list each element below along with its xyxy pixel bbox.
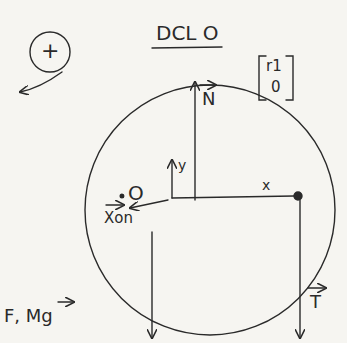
vector-mark <box>58 301 74 302</box>
tension-force <box>299 200 300 338</box>
sketch-label: y <box>178 158 186 173</box>
rotation-arrow <box>20 72 62 92</box>
sketch-label: Xon <box>104 210 133 227</box>
weight-force <box>151 232 152 338</box>
vector-mark <box>308 287 326 288</box>
sign-circle <box>30 32 70 72</box>
contact-point <box>294 192 302 200</box>
title-underline <box>152 47 222 48</box>
sketch-label: F, Mg <box>4 306 53 326</box>
radius-line <box>172 196 294 198</box>
vector-mark <box>106 204 124 205</box>
sketch-label: + <box>41 39 59 63</box>
matrix-bracket <box>286 56 293 100</box>
sketch-label: 0 <box>271 79 281 96</box>
sketch-label: O <box>128 182 144 204</box>
sketch-label: T <box>310 292 321 312</box>
sketch-label: N <box>202 89 215 109</box>
pulley-disk <box>85 85 335 335</box>
vector-mark <box>200 84 216 85</box>
matrix-bracket <box>259 56 266 100</box>
normal-force <box>194 82 195 200</box>
sketch-label: x <box>262 178 270 193</box>
y-axis <box>171 160 172 198</box>
sketch-label: r1 <box>266 58 282 75</box>
center-dot <box>120 194 124 198</box>
title: DCL O <box>156 22 219 44</box>
